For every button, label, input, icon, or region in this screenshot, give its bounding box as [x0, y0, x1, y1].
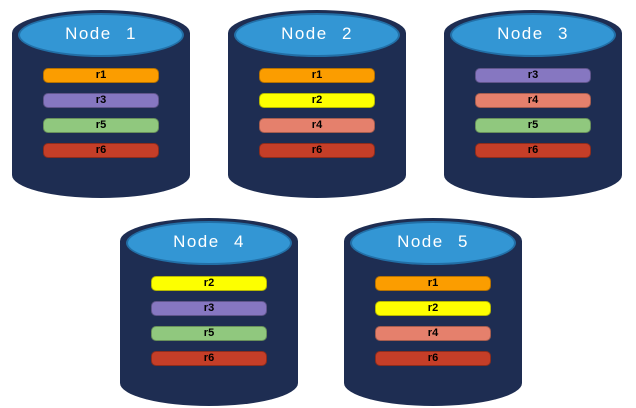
cylinder-cap: Node 5 [350, 221, 516, 265]
node-title: Node 3 [497, 24, 569, 43]
replica-bar-list: r1 r2 r4 r6 [259, 68, 375, 168]
cylinder-body [344, 241, 522, 406]
replica-bar: r6 [43, 143, 159, 158]
replica-bar: r4 [475, 93, 591, 108]
node-cylinder-3: Node 3 r3 r4 r5 r6 [444, 10, 622, 198]
replica-bar: r2 [151, 276, 267, 291]
cylinder-cap: Node 4 [126, 221, 292, 265]
replica-bar: r5 [43, 118, 159, 133]
cylinder-cap: Node 3 [450, 13, 616, 57]
cylinder-body [12, 33, 190, 198]
replica-bar: r5 [475, 118, 591, 133]
cylinder-body [228, 33, 406, 198]
node-title: Node 4 [173, 232, 245, 251]
cylinder-body [120, 241, 298, 406]
replica-bar: r3 [43, 93, 159, 108]
node-title: Node 5 [397, 232, 469, 251]
replica-bar: r6 [151, 351, 267, 366]
replica-bar: r6 [259, 143, 375, 158]
replica-bar: r4 [259, 118, 375, 133]
replica-bar: r6 [475, 143, 591, 158]
replica-bar: r4 [375, 326, 491, 341]
node-cylinder-5: Node 5 r1 r2 r4 r6 [344, 218, 522, 406]
node-cylinder-2: Node 2 r1 r2 r4 r6 [228, 10, 406, 198]
node-cylinder-1: Node 1 r1 r3 r5 r6 [12, 10, 190, 198]
cylinder-cap: Node 1 [18, 13, 184, 57]
replica-bar: r3 [475, 68, 591, 83]
replica-bar-list: r1 r3 r5 r6 [43, 68, 159, 168]
replica-bar: r1 [375, 276, 491, 291]
replica-bar: r2 [375, 301, 491, 316]
node-cylinder-4: Node 4 r2 r3 r5 r6 [120, 218, 298, 406]
node-title: Node 2 [281, 24, 353, 43]
replica-bar-list: r3 r4 r5 r6 [475, 68, 591, 168]
replica-bar: r1 [259, 68, 375, 83]
replica-bar: r3 [151, 301, 267, 316]
node-title: Node 1 [65, 24, 137, 43]
replica-bar: r5 [151, 326, 267, 341]
replica-bar: r1 [43, 68, 159, 83]
replica-bar-list: r2 r3 r5 r6 [151, 276, 267, 376]
replica-bar-list: r1 r2 r4 r6 [375, 276, 491, 376]
replica-bar: r2 [259, 93, 375, 108]
cylinder-body [444, 33, 622, 198]
cylinder-cap: Node 2 [234, 13, 400, 57]
replica-bar: r6 [375, 351, 491, 366]
